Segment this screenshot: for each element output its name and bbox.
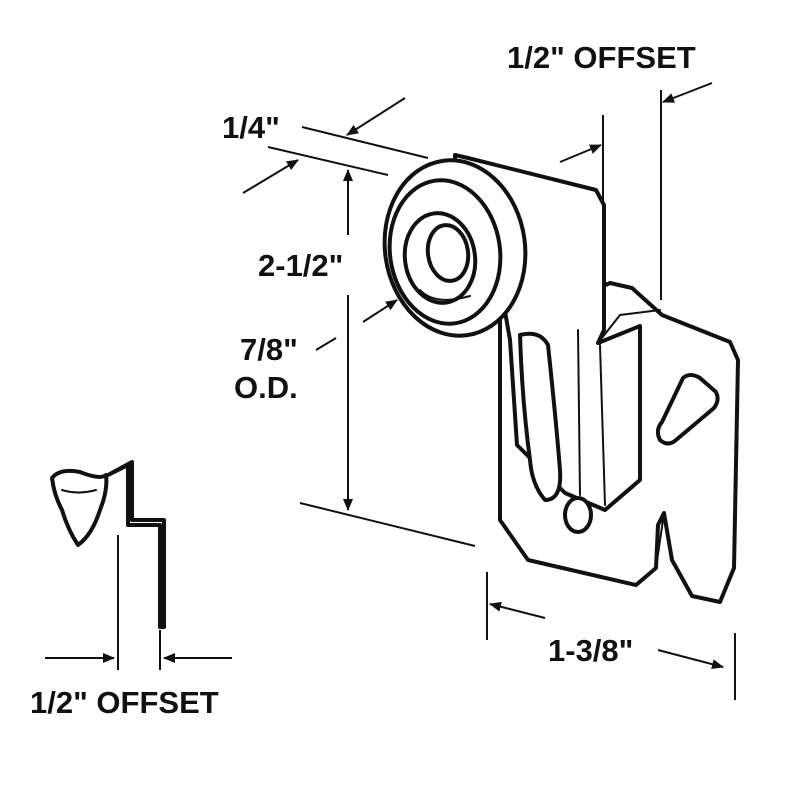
mounting-hole bbox=[563, 496, 593, 534]
label-quarter: 1/4" bbox=[222, 110, 280, 145]
offset-top-arrow-left bbox=[559, 144, 602, 163]
profile-roller bbox=[50, 468, 109, 547]
label-diameter-od: O.D. bbox=[234, 370, 298, 405]
hub-edge bbox=[419, 289, 471, 301]
quarter-ext-top bbox=[301, 126, 429, 159]
fold-line-2 bbox=[599, 344, 606, 506]
diameter-arrow bbox=[362, 299, 398, 323]
width-arrow-left bbox=[489, 601, 546, 619]
curved-slot bbox=[518, 331, 563, 502]
quarter-ext-bottom bbox=[267, 146, 389, 176]
roller-axle bbox=[425, 223, 471, 283]
label-diameter: 7/8" bbox=[240, 332, 298, 367]
dimension-lines bbox=[242, 82, 736, 700]
oblong-slot bbox=[655, 373, 720, 446]
fold-line bbox=[577, 329, 581, 496]
roller-wheel bbox=[382, 158, 528, 338]
label-height: 2-1/2" bbox=[258, 248, 343, 283]
offset-top-arrow-right bbox=[662, 82, 713, 103]
quarter-arrow-top bbox=[346, 97, 406, 136]
width-arrow-right bbox=[657, 649, 724, 670]
profile-roller-line bbox=[61, 489, 97, 494]
bend-edge bbox=[597, 309, 661, 344]
notch-edge bbox=[655, 512, 665, 569]
profile-bracket bbox=[106, 460, 166, 629]
side-profile bbox=[45, 460, 232, 670]
height-ext-bottom bbox=[299, 502, 476, 547]
label-offset-bottom: 1/2" OFFSET bbox=[30, 685, 219, 720]
label-width: 1-3/8" bbox=[548, 633, 633, 668]
diameter-leader bbox=[315, 337, 337, 351]
quarter-arrow-bottom bbox=[242, 159, 299, 194]
label-offset-top: 1/2" OFFSET bbox=[507, 40, 696, 75]
